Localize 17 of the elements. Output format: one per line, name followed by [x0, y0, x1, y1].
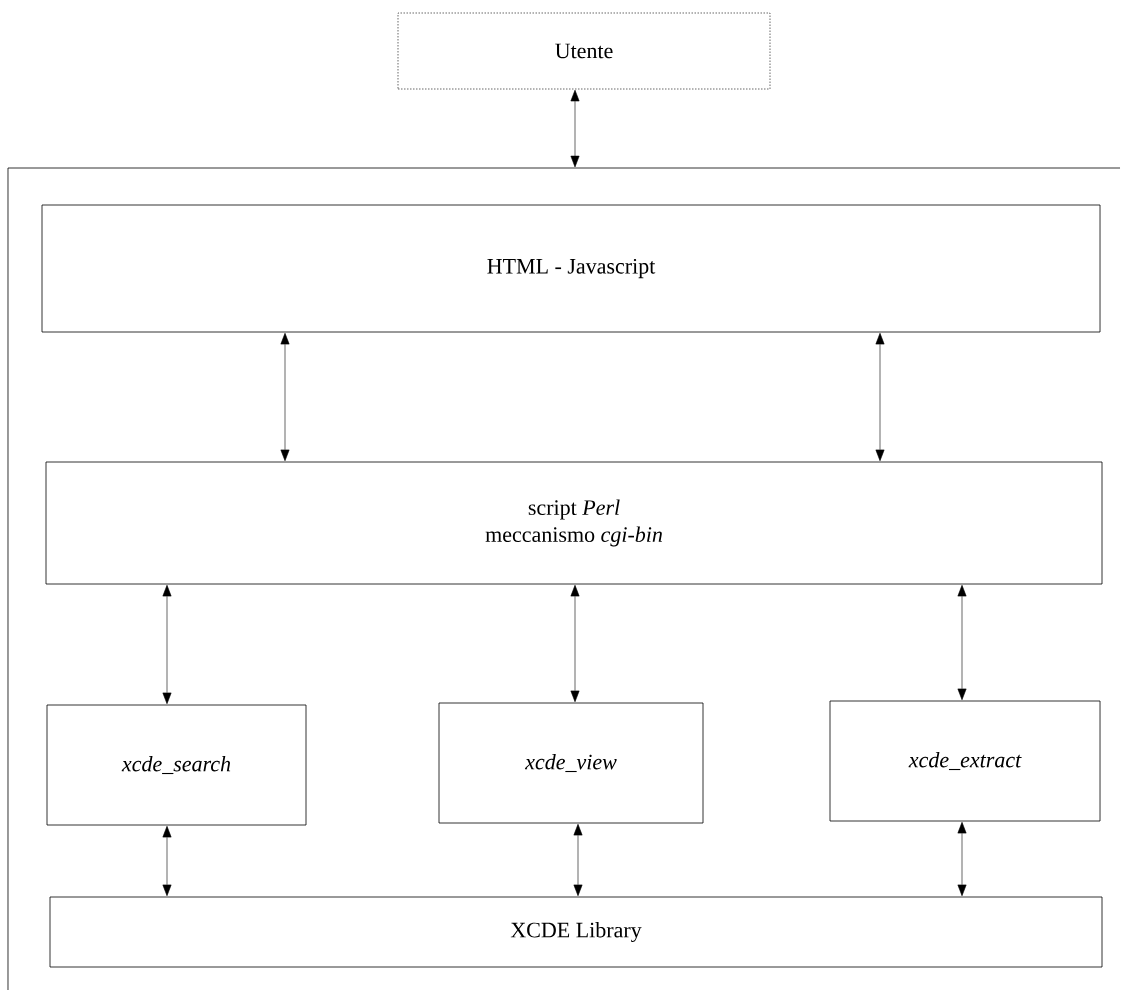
- arrow: [570, 89, 580, 168]
- system-frame: [7, 167, 1121, 991]
- arrow: [162, 584, 172, 705]
- layer-box: HTML - Javascript: [41, 204, 1101, 333]
- library-box: XCDE Library: [49, 896, 1103, 968]
- arrow: [570, 584, 580, 703]
- arrow: [957, 821, 967, 897]
- arrow: [875, 332, 885, 462]
- layer-box: script Perl meccanismo cgi-bin: [45, 461, 1103, 585]
- module-box: xcde_search: [46, 704, 307, 826]
- arrow: [280, 332, 290, 462]
- arrow: [957, 584, 967, 701]
- module-box: xcde_extract: [829, 700, 1101, 822]
- module-box: xcde_view: [438, 702, 704, 824]
- arrow: [573, 823, 583, 897]
- user-box: Utente: [397, 12, 771, 90]
- arrow: [162, 825, 172, 897]
